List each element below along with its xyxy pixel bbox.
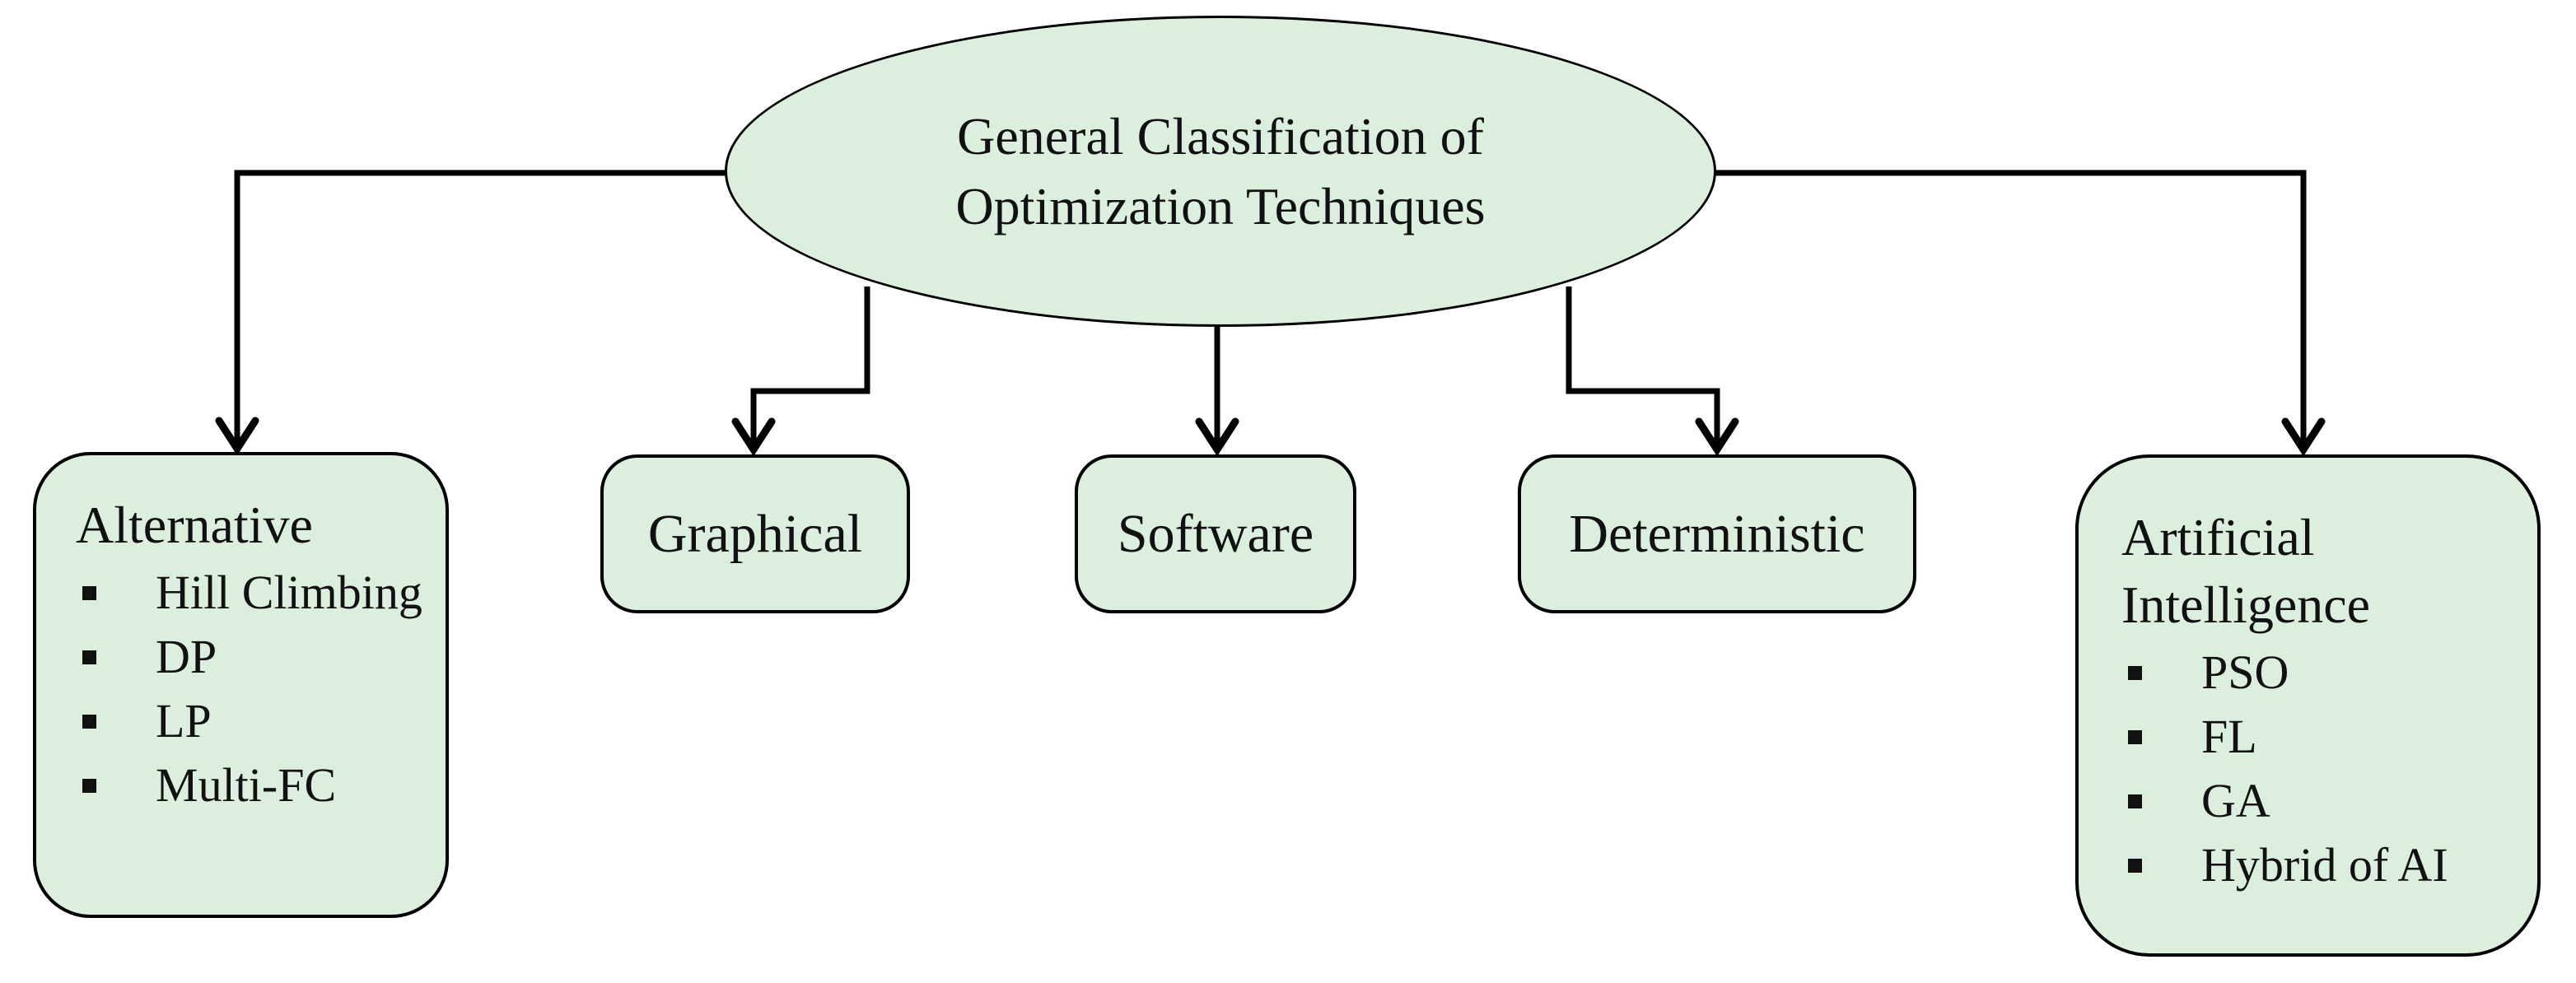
node-graphical: Graphical — [600, 454, 910, 613]
artificial-intelligence-item-list: PSO FL GA Hybrid of AI — [2121, 641, 2518, 897]
square-bullet-icon — [2128, 666, 2142, 680]
node-artificial-intelligence: Artificial Intelligence PSO FL GA Hybrid of… — [2075, 454, 2541, 957]
root-node: General Classification of Optimization T… — [725, 16, 1716, 327]
connector-root-to-alternative — [237, 170, 726, 449]
square-bullet-icon — [82, 715, 96, 729]
node-software-label: Software — [1117, 503, 1314, 564]
list-item-label: Hill Climbing — [156, 566, 422, 619]
list-item-label: LP — [156, 694, 212, 748]
square-bullet-icon — [2128, 859, 2142, 873]
node-software: Software — [1075, 454, 1356, 613]
square-bullet-icon — [82, 586, 96, 600]
list-item: Hybrid of AI — [2128, 833, 2518, 897]
list-item: LP — [82, 689, 422, 753]
connector-root-to-artificial-intelligence — [1715, 170, 2303, 450]
square-bullet-icon — [2128, 730, 2142, 744]
square-bullet-icon — [2128, 794, 2142, 808]
square-bullet-icon — [82, 650, 96, 664]
root-label-line-1: General Classification of — [957, 107, 1484, 165]
list-item: FL — [2128, 705, 2518, 769]
list-item: DP — [82, 625, 422, 689]
node-graphical-label: Graphical — [647, 503, 863, 564]
list-item-label: FL — [2201, 710, 2257, 763]
node-artificial-intelligence-label: Artificial Intelligence — [2121, 508, 2371, 634]
square-bullet-icon — [82, 779, 96, 793]
list-item-label: Multi-FC — [156, 758, 337, 812]
node-alternative-label: Alternative — [76, 496, 313, 554]
connector-root-to-graphical — [754, 287, 870, 450]
list-item: Multi-FC — [82, 753, 422, 818]
list-item: Hill Climbing — [82, 561, 422, 625]
list-item-label: PSO — [2201, 645, 2289, 699]
list-item-label: DP — [156, 630, 217, 683]
root-label-line-2: Optimization Techniques — [955, 177, 1486, 235]
list-item: PSO — [2128, 641, 2518, 705]
node-deterministic-label: Deterministic — [1569, 503, 1865, 564]
list-item: GA — [2128, 769, 2518, 833]
connector-root-to-deterministic — [1566, 287, 1717, 450]
node-deterministic: Deterministic — [1518, 454, 1916, 613]
list-item-label: Hybrid of AI — [2201, 838, 2448, 892]
list-item-label: GA — [2201, 774, 2270, 827]
